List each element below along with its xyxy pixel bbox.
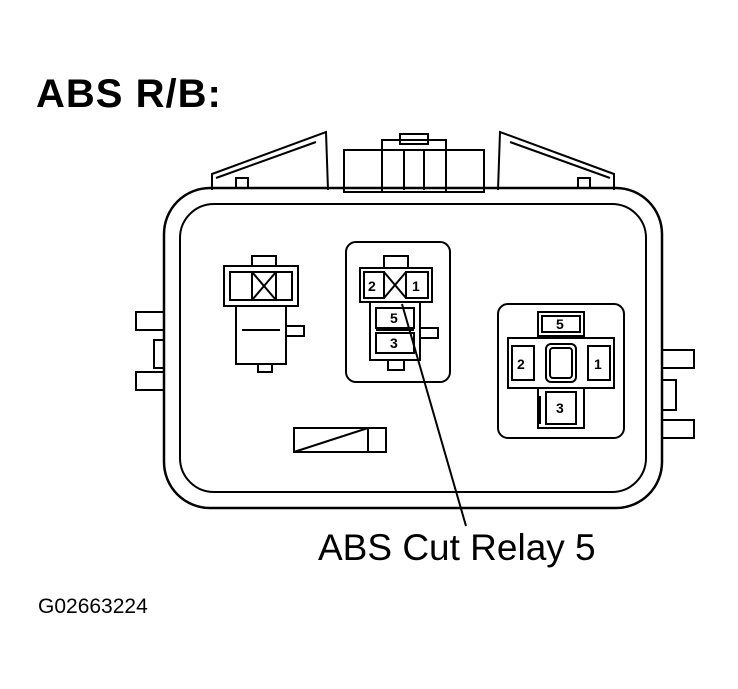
right-relay-pin-5: 5: [556, 316, 564, 332]
housing-outer: [162, 186, 664, 510]
side-tabs: [135, 311, 695, 439]
page-title: ABS R/B:: [36, 72, 222, 116]
left-relay-pin-3: 3: [390, 335, 398, 351]
right-relay-socket: [497, 303, 625, 439]
left-relay-pin-5: 5: [390, 310, 398, 326]
abs-cut-relay-socket: [345, 241, 451, 383]
callout-label: ABS Cut Relay 5: [318, 527, 596, 568]
left-relay-pin-2: 2: [368, 278, 376, 294]
figure-id: G02663224: [38, 595, 148, 618]
label-plate: [293, 427, 387, 453]
right-relay-pin-3: 3: [556, 400, 564, 416]
housing-inner: [179, 203, 647, 493]
callout-leader-line: [401, 303, 467, 527]
left-relay-pin-1: 1: [412, 278, 420, 294]
right-relay-pin-2: 2: [517, 356, 525, 372]
right-relay-pin-1: 1: [594, 356, 602, 372]
empty-relay-socket: [223, 255, 305, 373]
top-brackets: [211, 130, 615, 193]
